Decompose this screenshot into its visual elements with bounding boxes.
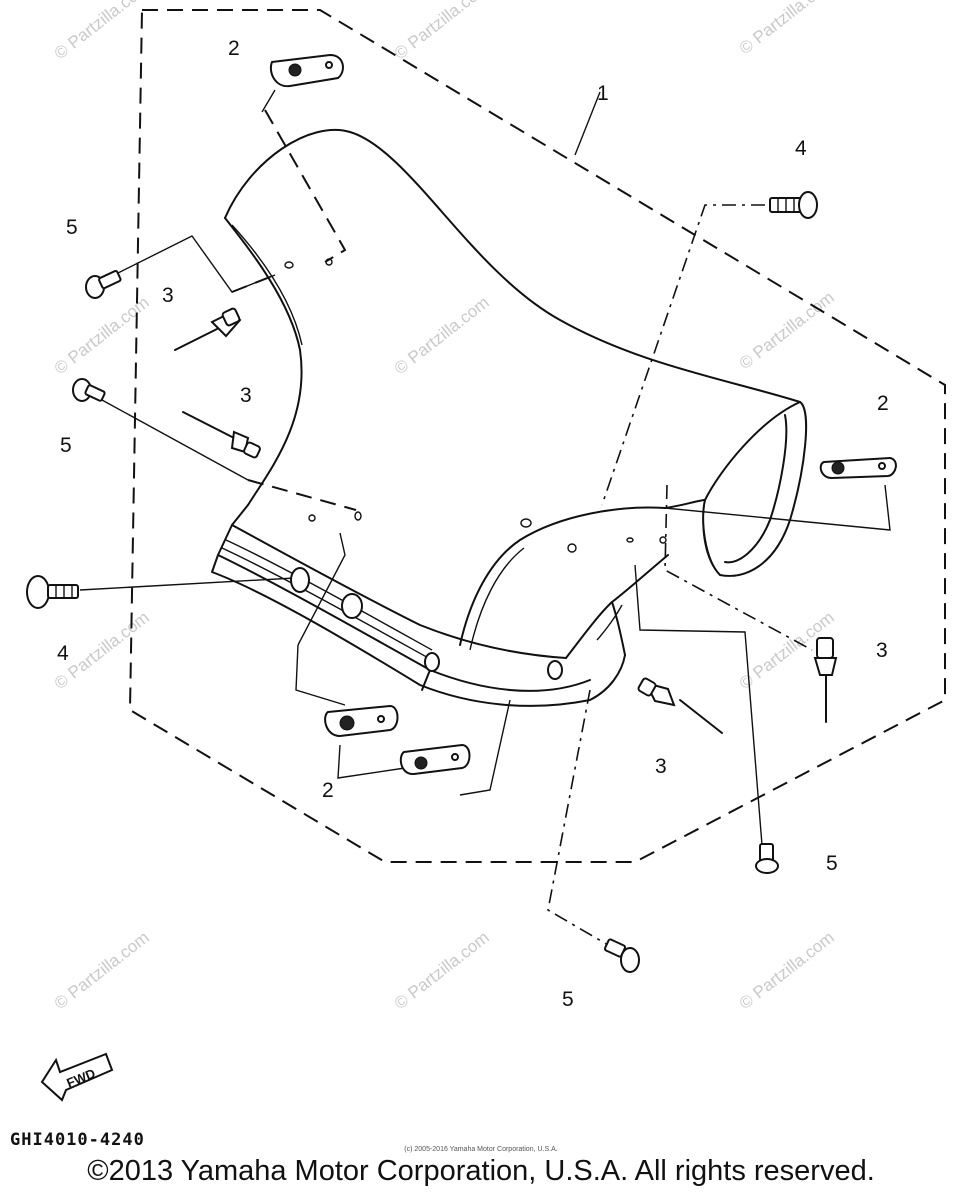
bolt-part-4-upper — [769, 191, 818, 219]
screw-part-5-upper-left — [85, 269, 122, 299]
callout-3: 3 — [876, 639, 888, 662]
rivet-part-3-lower-right — [637, 677, 723, 734]
callout-5: 5 — [60, 434, 72, 457]
watermark: © Partzilla.com — [51, 293, 153, 379]
fwd-arrow-icon: FWD — [40, 1052, 114, 1102]
callout-3: 3 — [162, 284, 174, 307]
screw-part-5-bottom — [603, 938, 640, 973]
callout-2: 2 — [322, 779, 334, 802]
watermark: © Partzilla.com — [51, 0, 153, 63]
copyright-notice: ©2013 Yamaha Motor Corporation, U.S.A. A… — [87, 1155, 875, 1187]
callout-2: 2 — [228, 37, 240, 60]
cover-body — [211, 128, 808, 707]
watermark: © Partzilla.com — [736, 288, 838, 374]
callout-2: 2 — [877, 392, 889, 415]
flange-grommets — [290, 567, 563, 680]
callout-4: 4 — [57, 642, 69, 665]
watermark: © Partzilla.com — [736, 928, 838, 1014]
bracket-part-2-top — [270, 53, 344, 88]
bolt-part-4-left — [26, 575, 79, 609]
assembly-boundary — [128, 9, 946, 863]
screw-part-5-left — [72, 378, 106, 402]
bracket-part-2-right — [819, 456, 897, 480]
watermark: © Partzilla.com — [736, 0, 838, 58]
callout-1: 1 — [597, 82, 609, 105]
leader-lines — [79, 89, 891, 946]
small-copyright: (c) 2005-2016 Yamaha Motor Corporation, … — [404, 1146, 558, 1153]
callout-3: 3 — [655, 755, 667, 778]
rivet-part-3-right — [813, 637, 838, 723]
bracket-part-2-lower-b — [399, 743, 471, 776]
callout-labels: 1 2 2 2 3 3 3 3 4 4 5 5 5 5 — [57, 37, 889, 1011]
watermark: © Partzilla.com — [51, 928, 153, 1014]
callout-4: 4 — [795, 137, 807, 160]
rivet-part-3-middle — [182, 411, 261, 459]
callout-5: 5 — [562, 988, 574, 1011]
screw-part-5-right — [755, 843, 779, 874]
callout-5: 5 — [826, 852, 838, 875]
bracket-part-2-lower-a — [324, 704, 399, 738]
watermark: © Partzilla.com — [391, 293, 493, 379]
diagram-code: GHI4010-4240 — [10, 1130, 145, 1150]
watermark: © Partzilla.com — [391, 0, 493, 63]
callout-3: 3 — [240, 384, 252, 407]
watermark: © Partzilla.com — [391, 928, 493, 1014]
rivet-part-3-upper — [174, 307, 242, 351]
callout-5: 5 — [66, 216, 78, 239]
